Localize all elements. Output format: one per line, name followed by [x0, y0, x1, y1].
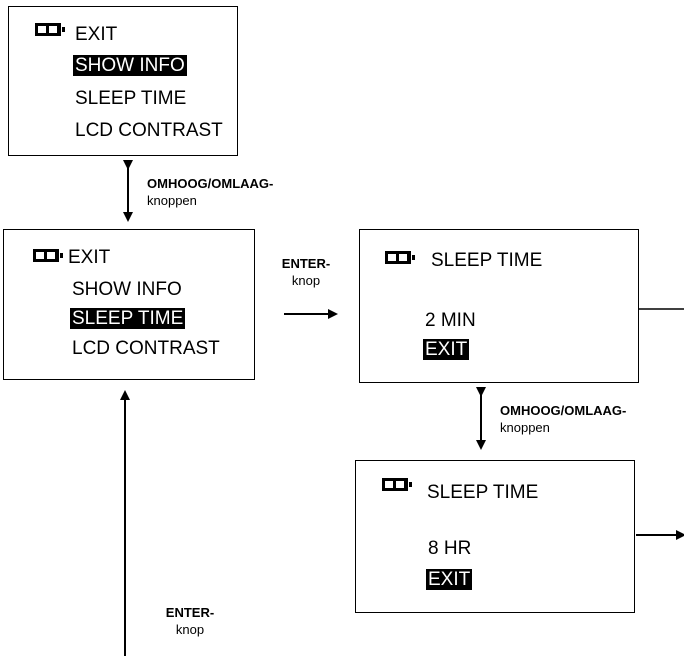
updown-label-1-text: knoppen	[147, 193, 197, 208]
menu-item-sleep-time-selected: SLEEP TIME	[70, 308, 186, 329]
enter-label-1: ENTER- knop	[281, 255, 331, 289]
updown-label-1: OMHOOG/OMLAAG- knoppen	[147, 175, 273, 209]
enter-label-1-bold: ENTER-	[281, 256, 331, 271]
menu-screen-2: EXIT SHOW INFO SLEEP TIME LCD CONTRAST	[3, 229, 255, 380]
sleep-time-screen-2: SLEEP TIME 8 HR EXIT	[355, 460, 635, 613]
menu-item-lcd-contrast: LCD CONTRAST	[72, 338, 220, 359]
battery-icon	[33, 249, 63, 262]
sleep-exit-selected: EXIT	[423, 339, 470, 360]
sleep-exit-selected: EXIT	[426, 569, 473, 590]
sleep-time-screen-1: SLEEP TIME 2 MIN EXIT	[359, 229, 639, 383]
enter-label-2-bold: ENTER-	[165, 605, 215, 620]
battery-icon	[35, 23, 65, 36]
sleep-title: SLEEP TIME	[427, 482, 539, 503]
updown-label-1-bold: OMHOOG/OMLAAG-	[147, 176, 274, 191]
enter-label-1-text: knop	[291, 273, 321, 288]
menu-item-show-info: SHOW INFO	[72, 279, 182, 300]
menu-screen-1: EXIT SHOW INFO SLEEP TIME LCD CONTRAST	[8, 6, 238, 156]
menu-item-exit: EXIT	[75, 24, 118, 45]
updown-label-2-text: knoppen	[500, 420, 550, 435]
battery-icon	[385, 251, 415, 264]
battery-icon	[382, 478, 412, 491]
menu-item-sleep-time: SLEEP TIME	[75, 88, 187, 109]
enter-label-2-text: knop	[175, 622, 205, 637]
sleep-value: 2 MIN	[425, 310, 476, 331]
updown-label-2-bold: OMHOOG/OMLAAG-	[500, 403, 627, 418]
updown-label-2: OMHOOG/OMLAAG- knoppen	[500, 402, 626, 436]
sleep-title: SLEEP TIME	[431, 250, 543, 271]
menu-item-exit: EXIT	[68, 247, 111, 268]
menu-item-lcd-contrast: LCD CONTRAST	[75, 120, 223, 141]
sleep-value: 8 HR	[428, 538, 472, 559]
enter-label-2: ENTER- knop	[160, 604, 220, 638]
menu-item-show-info-selected: SHOW INFO	[73, 55, 187, 76]
